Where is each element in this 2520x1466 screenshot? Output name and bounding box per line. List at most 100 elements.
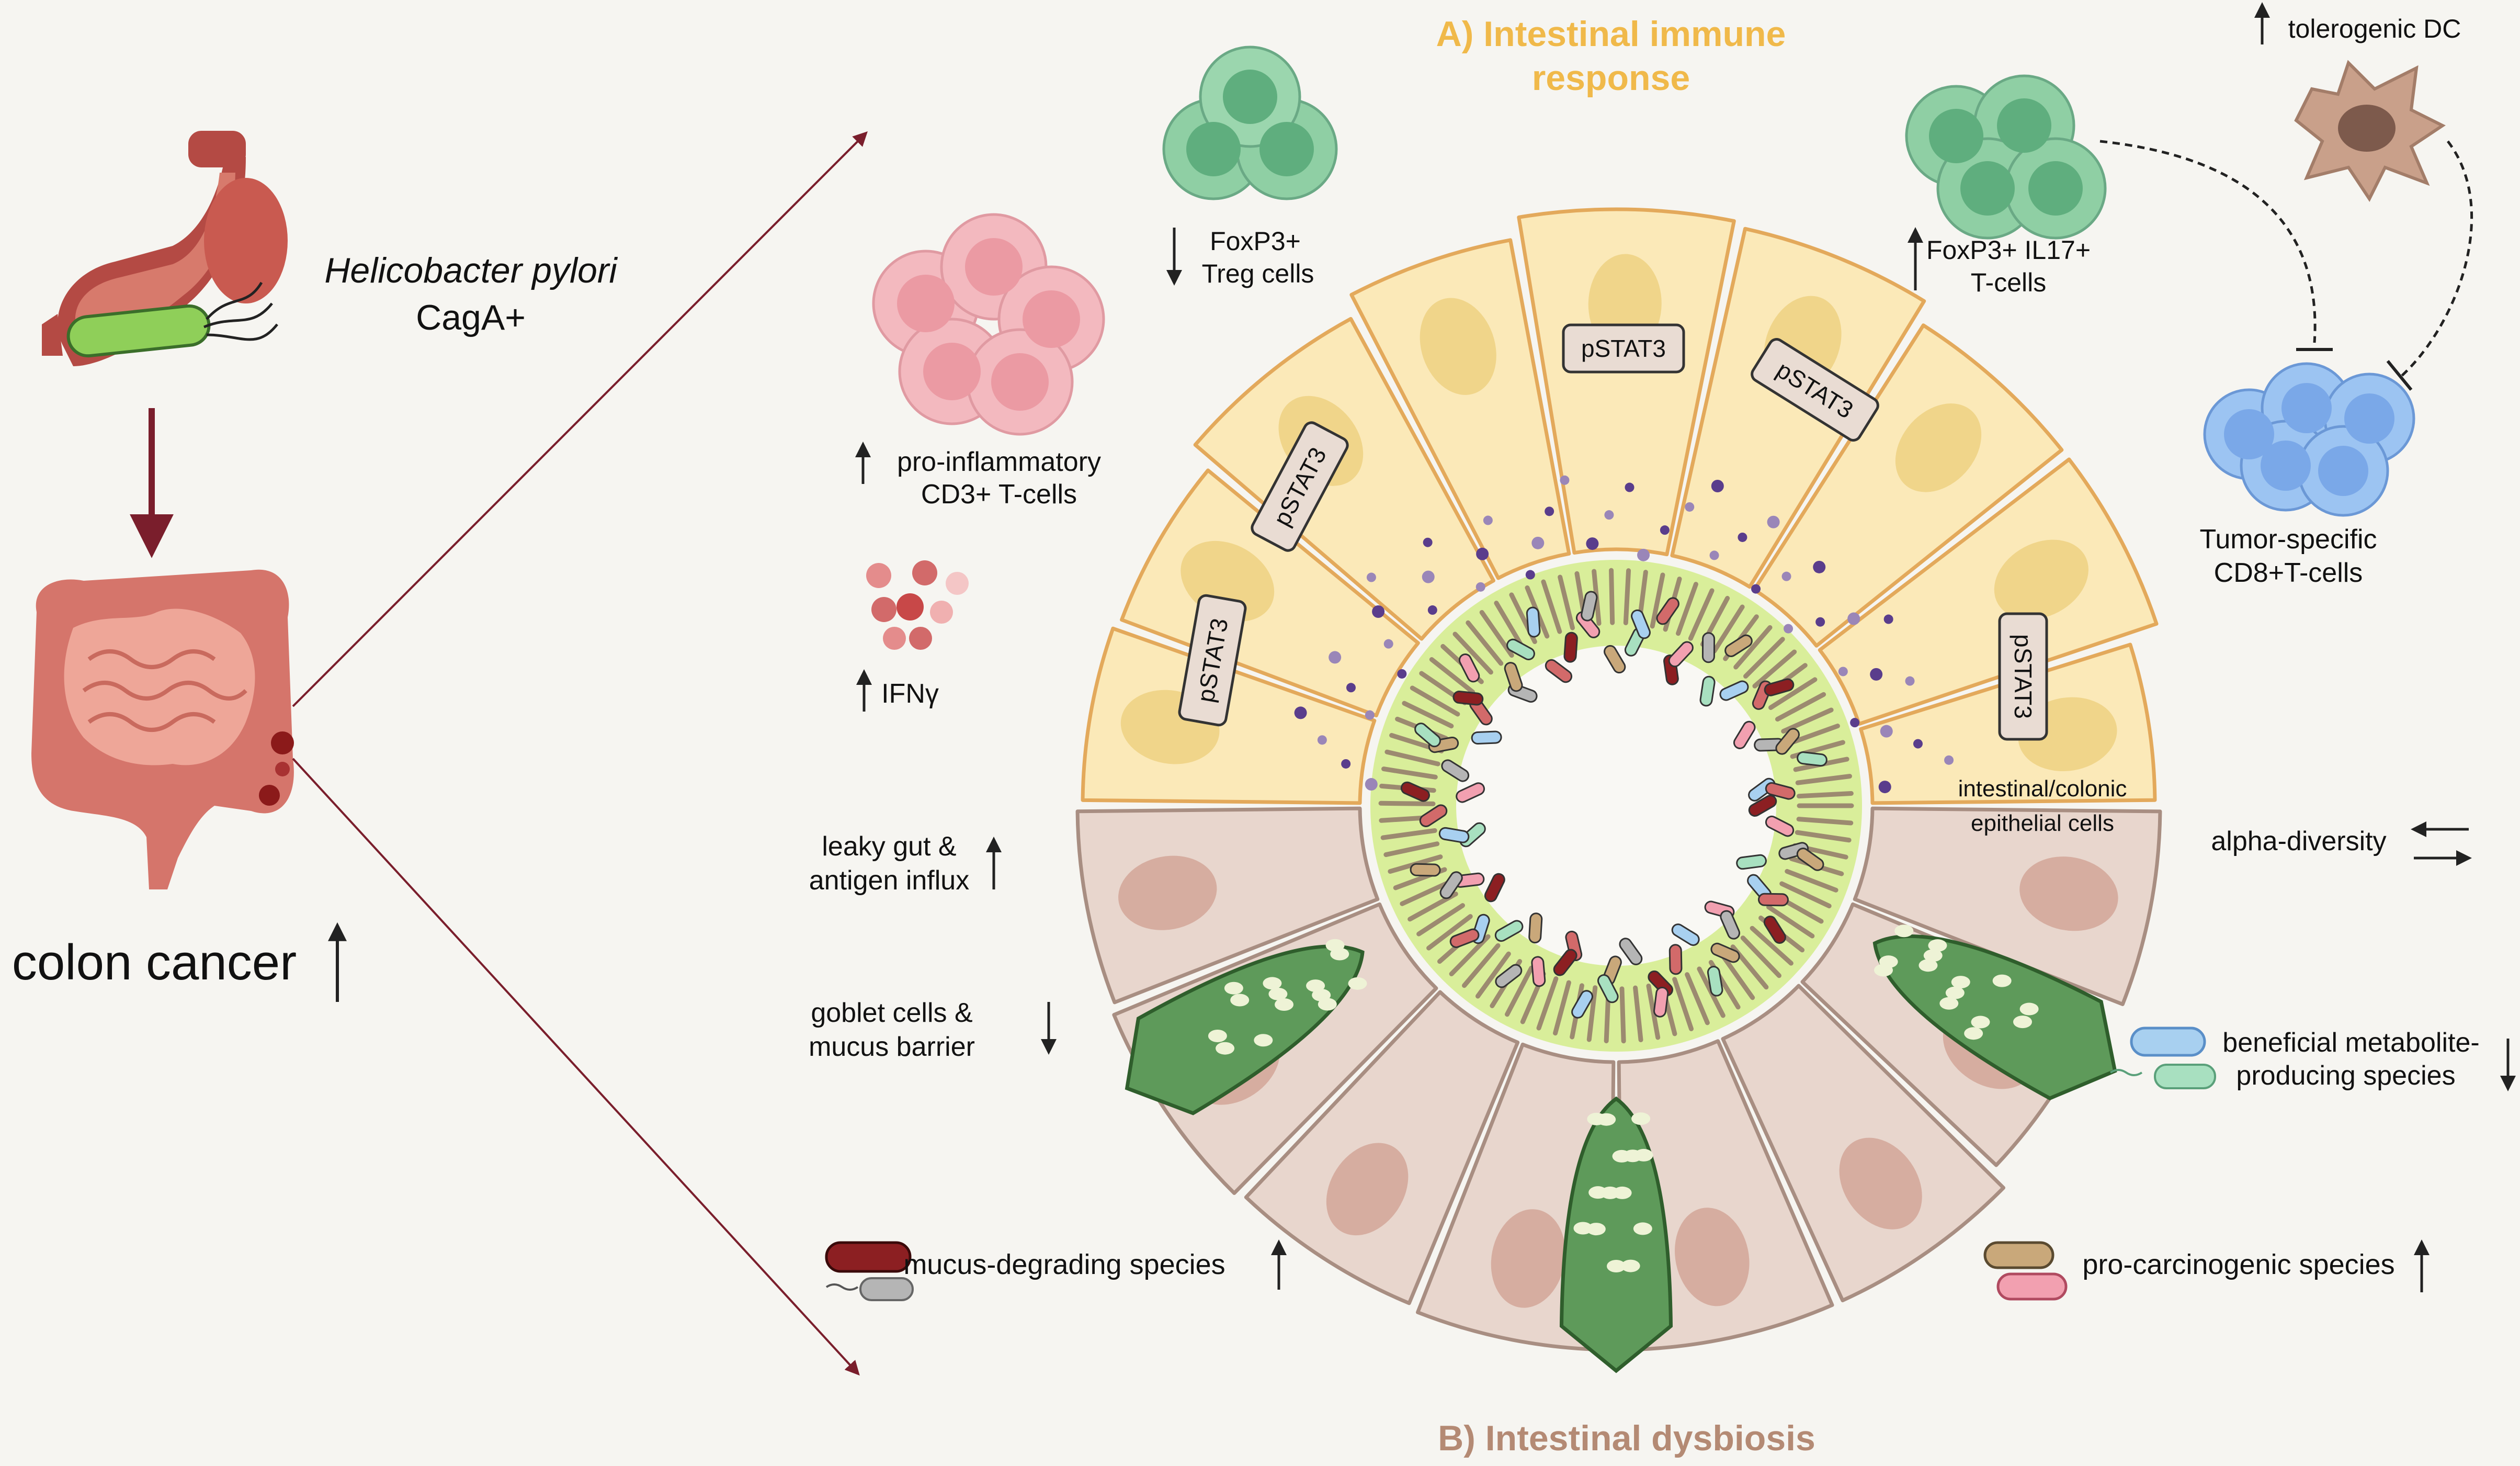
cytokine-particle <box>1784 624 1793 634</box>
bacterium <box>1604 645 1626 674</box>
mucin-granule <box>1318 998 1337 1011</box>
bacterium <box>1471 730 1502 745</box>
outcome-label: colon cancer <box>12 934 297 990</box>
bacterium <box>1456 782 1485 803</box>
microvillus <box>1462 943 1501 988</box>
mucin-granule <box>2013 1016 2032 1029</box>
cytokine-particle <box>1329 651 1342 664</box>
cytokine-particle <box>1637 548 1650 561</box>
cd3-tcell-cluster <box>872 213 1105 436</box>
microvillus <box>1676 582 1698 636</box>
bacterium <box>1458 653 1480 683</box>
bacterium <box>1707 966 1723 997</box>
cytokine-particle <box>1944 755 1954 765</box>
leaky-gut-line1: leaky gut & <box>822 831 956 862</box>
microvillus <box>1768 677 1818 710</box>
cytokine-particle <box>1346 683 1356 693</box>
cytokine-particle <box>1531 536 1545 549</box>
beneficial-label-line1: beneficial metabolite- <box>2222 1028 2479 1058</box>
bacterium <box>1441 759 1470 782</box>
beneficial-label-line2: producing species <box>2236 1061 2455 1091</box>
cytokine-particle <box>1372 605 1385 618</box>
cytokine-particle <box>1815 617 1825 627</box>
mucin-granule <box>1224 982 1243 995</box>
microvillus <box>1541 579 1562 634</box>
cytokine-particle <box>1422 570 1435 583</box>
goblet-cell <box>1559 1096 1673 1373</box>
leaky-gut-line2: antigen influx <box>809 865 969 896</box>
goblet-cell <box>1125 944 1365 1115</box>
cytokine-particle <box>1625 482 1634 492</box>
bacterium <box>1724 634 1753 657</box>
bacterium <box>1581 591 1598 622</box>
mucin-granule <box>1621 1259 1640 1272</box>
pstat3-label: pSTAT3 <box>2010 634 2037 719</box>
dc-inhibits-cd8-line <box>2400 140 2473 378</box>
microvillus <box>1494 601 1526 651</box>
epithelial-cell <box>1517 207 1736 557</box>
treg-label-line2: Treg cells <box>1202 259 1314 288</box>
bacterium <box>1414 723 1441 748</box>
mucus-degrading-label: mucus-degrading species <box>903 1249 1225 1280</box>
microvillus <box>1688 588 1715 641</box>
mucus-degrading-bacteria-icon <box>825 1241 914 1301</box>
cytokine-particle <box>1483 515 1493 525</box>
pstat3-label: pSTAT3 <box>1581 335 1666 362</box>
cytokine-particle <box>1813 560 1826 573</box>
bacterium <box>1410 863 1441 877</box>
cell-nucleus <box>1118 855 1217 930</box>
cytokine-particle <box>1838 667 1848 676</box>
bacterium <box>1719 680 1749 701</box>
epithelial-label-line1: intestinal/colonic <box>1958 776 2127 802</box>
panel-a-title: A) Intestinal immune <box>1436 14 1786 54</box>
microvillus <box>1553 980 1571 1036</box>
cell-nucleus <box>1994 539 2088 620</box>
microvillus <box>1750 926 1793 966</box>
cytokine-particle <box>1751 584 1761 594</box>
il17-label-line1: FoxP3+ IL17+ <box>1926 235 2091 265</box>
bacterium <box>1449 928 1480 948</box>
bacterium <box>1775 728 1800 755</box>
microvillus <box>1646 983 1661 1040</box>
microvillus <box>1795 830 1852 843</box>
bacterium <box>1796 848 1824 871</box>
bacterium <box>1571 990 1593 1019</box>
mucin-granule <box>1230 994 1250 1007</box>
bacterium <box>1748 795 1777 817</box>
bacterium <box>1797 751 1827 767</box>
bacterium <box>1710 942 1740 963</box>
bacterium <box>1528 912 1543 944</box>
microvillus <box>1381 766 1438 780</box>
dc-label: tolerogenic DC <box>2288 14 2461 43</box>
bacterium <box>1701 632 1716 663</box>
microvillus <box>1410 685 1460 717</box>
cytokine-particle <box>1365 710 1375 720</box>
microvillus <box>1402 701 1454 729</box>
cd3-label-line1: pro-inflammatory <box>897 447 1101 477</box>
cytokine-particle <box>1341 759 1351 769</box>
epithelial-cell <box>1853 806 2162 1006</box>
microvillus <box>1429 657 1475 695</box>
mucin-granule <box>1268 987 1288 1000</box>
bacterium <box>1764 678 1795 696</box>
mucin-granule <box>1939 997 1959 1010</box>
microvillus <box>1452 631 1493 675</box>
bacterium <box>1526 606 1541 638</box>
microvillus <box>1712 604 1745 653</box>
cd8-label-line1: Tumor-specific <box>2199 524 2377 555</box>
goblet-label-line2: mucus barrier <box>809 1032 975 1062</box>
microvillus <box>1797 791 1854 799</box>
mucin-granule <box>1263 977 1282 990</box>
pro-carcinogenic-bacteria-icon <box>1983 1241 2068 1301</box>
microvillus <box>1558 574 1575 630</box>
microvillus <box>1378 800 1436 806</box>
cytokine-particle <box>1738 532 1747 542</box>
microvillus <box>1685 972 1710 1025</box>
bacterium <box>1438 827 1470 843</box>
bacterium <box>1619 938 1643 965</box>
treg-label-line1: FoxP3+ <box>1210 227 1301 256</box>
pathogen-strain: CagA+ <box>416 298 526 337</box>
cd8-label-line2: CD8+T-cells <box>2214 558 2363 588</box>
cytokine-particle <box>1545 506 1554 516</box>
microvillus <box>1536 976 1559 1031</box>
